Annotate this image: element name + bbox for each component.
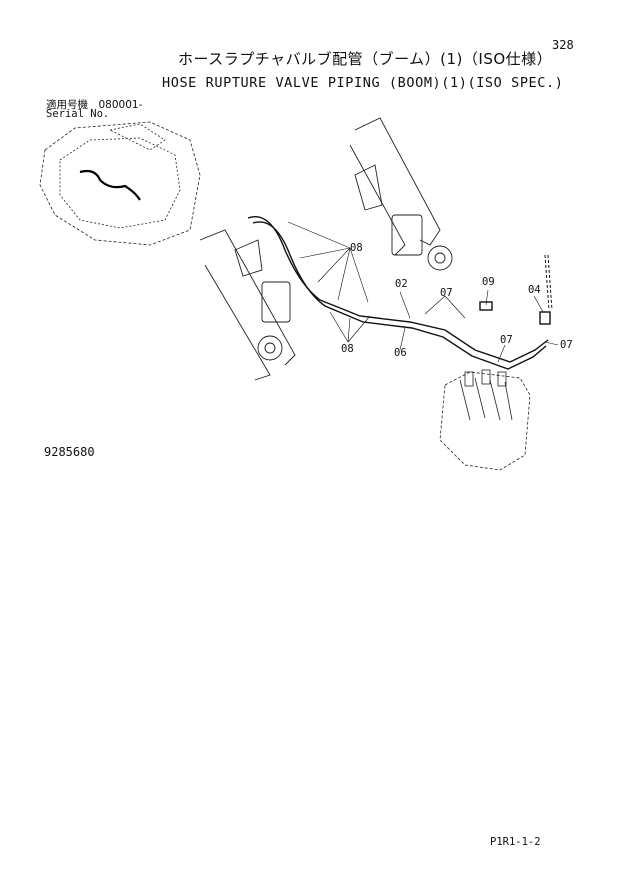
page-number: 328 (552, 38, 574, 52)
part-number: 9285680 (44, 445, 95, 459)
callout-04: 04 (528, 284, 541, 296)
serial-label-japanese: 適用号機 080001- (46, 99, 143, 111)
callout-02: 02 (395, 278, 408, 290)
boom-cylinder-lower (199, 229, 296, 381)
hydraulic-hose-lines (247, 216, 553, 370)
callout-labels: 08 02 07 09 04 07 07 08 06 (341, 242, 573, 359)
footer-page-code: P1R1-1-2 (490, 836, 541, 848)
page-title-english: HOSE RUPTURE VALVE PIPING (BOOM)(1)(ISO … (162, 75, 564, 91)
page-title-japanese: ホースラプチャバルブ配管（ブーム）(1)（ISO仕様） (178, 50, 553, 68)
callout-07-middle: 07 (500, 334, 513, 346)
callout-06: 06 (394, 347, 407, 359)
callout-08-upper: 08 (350, 242, 363, 254)
callout-leader-lines (287, 221, 559, 363)
callout-09: 09 (482, 276, 495, 288)
callout-07-top: 07 (440, 287, 453, 299)
callout-07-right: 07 (560, 339, 573, 351)
serial-label-english: Serial No. (46, 108, 110, 120)
callout-08-lower: 08 (341, 343, 354, 355)
control-valve-illustration (439, 369, 531, 471)
boom-cylinder-upper (349, 117, 453, 271)
machine-overview-illustration (39, 121, 201, 246)
